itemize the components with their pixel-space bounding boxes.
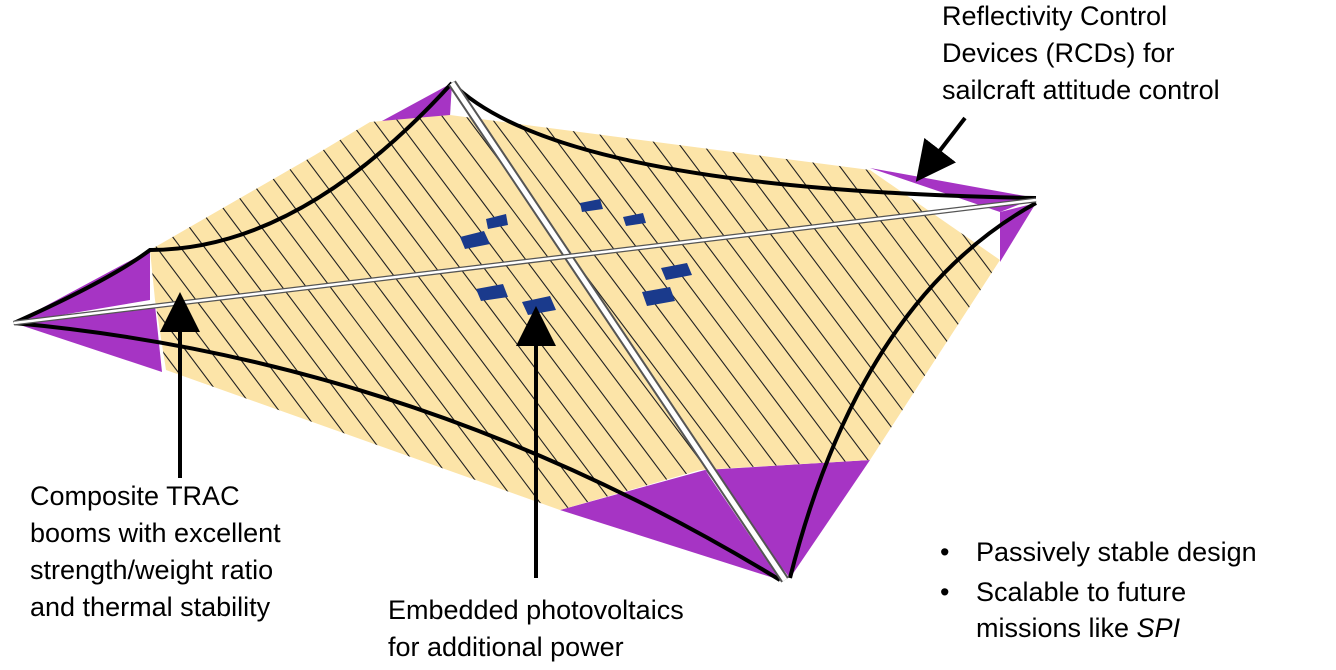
sail-stripe — [519, 115, 941, 510]
sail-stripe — [351, 115, 773, 510]
sail-stripe — [663, 115, 1000, 510]
bullet-symbol: • — [940, 577, 950, 607]
bullet-symbol: • — [940, 537, 950, 567]
bullet-item: • Passively stable design — [940, 534, 1257, 570]
sail-stripe — [591, 115, 1000, 510]
rcd-left-upper — [14, 250, 150, 323]
pv-cell-3 — [623, 213, 646, 226]
sail-stripe — [399, 115, 821, 510]
sail-stripe — [615, 115, 1000, 510]
booms-label: Composite TRAC booms with excellent stre… — [30, 481, 281, 622]
sail-stripe — [447, 115, 869, 510]
sail-stripe — [255, 115, 677, 510]
sail-stripe — [375, 115, 797, 510]
pv-cell-8 — [642, 287, 675, 306]
pv-cell-5 — [661, 263, 692, 280]
rcd-panels — [14, 83, 1036, 580]
sail-stripe — [150, 115, 485, 510]
pv-cell-6 — [476, 284, 508, 301]
rcd-right-top — [870, 168, 1036, 212]
sail-membrane — [0, 60, 1000, 620]
callout-arrows — [160, 116, 967, 578]
rcd-bottom-left — [560, 470, 780, 580]
rcd-top — [380, 83, 452, 122]
spi-emphasis: SPI — [1136, 613, 1181, 643]
pv-cell-2 — [580, 199, 603, 212]
sail-stripe — [543, 115, 965, 510]
photovoltaics-label: Embedded photovoltaics for additional po… — [388, 595, 684, 662]
feature-bullets: • Passively stable design • Scalable to … — [940, 534, 1257, 650]
sail-edge-curves — [13, 81, 1037, 582]
pv-cell-4 — [460, 231, 490, 249]
sail-stripe — [471, 115, 893, 510]
sail-stripe — [279, 115, 701, 510]
sail-stripe — [303, 115, 725, 510]
arrow-rcd — [915, 116, 967, 182]
rcd-left-lower — [14, 305, 162, 372]
sail-stripe — [495, 115, 917, 510]
bullet-item: • Scalable to future missions like SPI — [940, 574, 1257, 646]
sail-stripe — [150, 115, 413, 510]
rcd-label: Reflectivity Control Devices (RCDs) for … — [942, 1, 1220, 105]
sail-stripe — [0, 60, 4, 620]
rcd-bottom-right — [705, 460, 870, 578]
sail-stripe — [0, 60, 28, 620]
pv-cell-1 — [486, 214, 508, 229]
sail-stripe — [567, 115, 989, 510]
sail-stripe — [150, 115, 437, 510]
sail-stripe — [150, 115, 461, 510]
sail-stripe — [639, 115, 1000, 510]
